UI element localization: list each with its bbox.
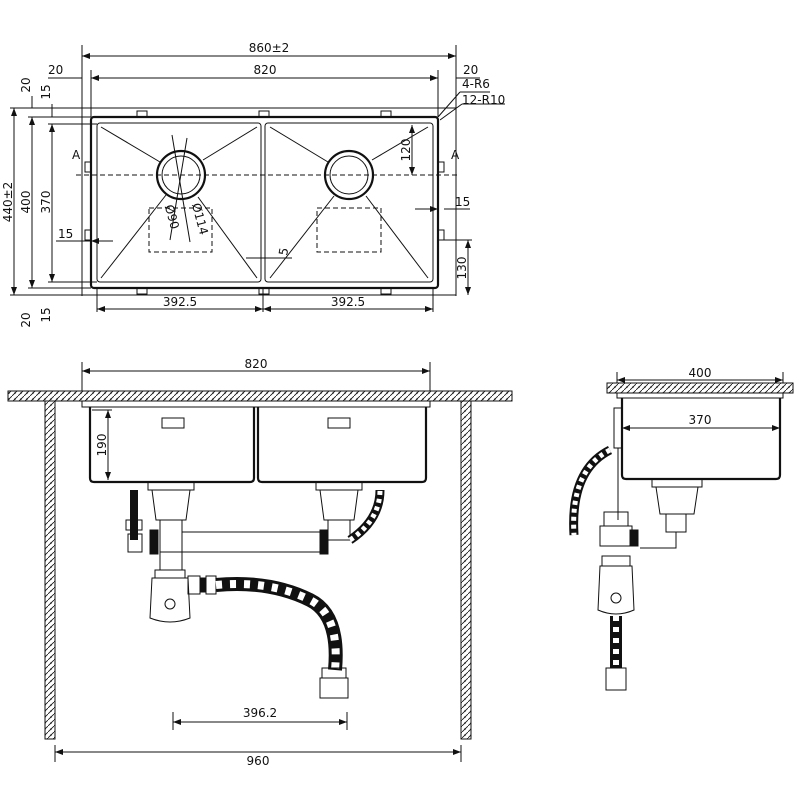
side-countertop	[606, 382, 794, 394]
dim-clip-height: 130	[455, 257, 469, 280]
countertop	[7, 390, 513, 402]
section-marker-left: A	[72, 148, 81, 162]
dim-bowl-span: 820	[254, 63, 277, 77]
dim-bowl-depth: 190	[95, 434, 109, 457]
dim-overall-width: 860±2	[249, 41, 290, 55]
label-corner-r6: 4-R6	[462, 77, 490, 91]
dim-drain-spacing: 396.2	[243, 706, 277, 720]
right-bowl	[264, 122, 434, 283]
dim-top-offset-15: 15	[39, 84, 53, 99]
dim-right-margin: 20	[463, 63, 478, 77]
dim-depth-370: 370	[39, 191, 53, 214]
label-drain-90: Ø90	[162, 203, 182, 230]
mounting-clips	[84, 110, 445, 295]
dim-drain-offset: 120	[399, 139, 413, 162]
dim-side-sink-depth: 400	[689, 366, 712, 380]
dim-clip-offset-right: 15	[455, 195, 470, 209]
side-view: 400 370	[569, 366, 794, 691]
sink-outline-860	[81, 107, 457, 296]
dim-bottom-offset-15: 15	[39, 307, 53, 322]
dim-left-margin: 20	[48, 63, 63, 77]
label-drain-114: Ø114	[189, 202, 211, 237]
dim-cabinet-width: 960	[247, 754, 270, 768]
dim-divider: 5	[276, 247, 291, 257]
dim-left-bowl-width: 392.5	[163, 295, 197, 309]
label-corner-r10: 12-R10	[462, 93, 505, 107]
bowl-slope-lines	[100, 126, 429, 279]
dim-depth-400: 400	[19, 191, 33, 214]
dim-sink-width: 820	[245, 357, 268, 371]
cabinet-wall-left	[44, 400, 56, 740]
plumbing-assembly	[125, 481, 385, 699]
side-bowl-section	[620, 398, 782, 481]
left-bowl	[96, 122, 262, 283]
side-plumbing	[569, 407, 703, 691]
top-view: 860±2 820 20 20 4-R6 12-R10 440±2 400 37…	[1, 41, 505, 328]
dim-side-bowl-depth: 370	[689, 413, 712, 427]
front-view: 820 190	[7, 357, 513, 768]
cabinet-wall-right	[460, 400, 472, 740]
dim-bottom-offset-20: 20	[19, 312, 33, 327]
dim-right-bowl-width: 392.5	[331, 295, 365, 309]
section-marker-right: A	[451, 148, 460, 162]
dim-top-offset-20: 20	[19, 77, 33, 92]
dim-overall-depth: 440±2	[1, 182, 15, 223]
dim-clip-offset-left: 15	[58, 227, 73, 241]
